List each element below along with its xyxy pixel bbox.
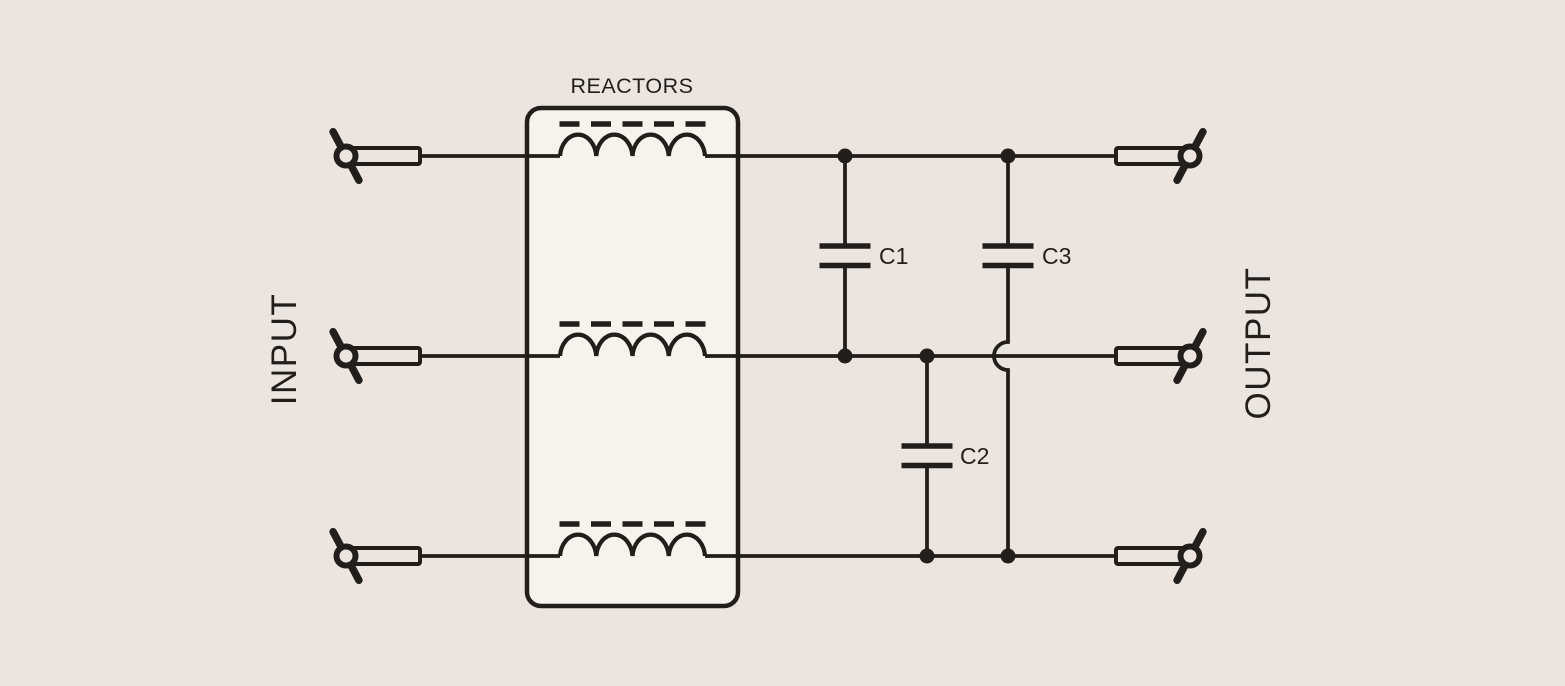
terminal-stub-icon xyxy=(1173,561,1189,585)
terminal-stub-icon xyxy=(347,361,363,385)
capacitor-c3: C3 xyxy=(982,156,1071,556)
terminal-stub-icon xyxy=(347,561,363,585)
terminal-ring-icon xyxy=(1177,343,1203,369)
junction-dot xyxy=(1000,548,1016,564)
output-terminal-3 xyxy=(1114,527,1207,585)
terminal-bar xyxy=(1114,146,1186,166)
terminal-stub-icon xyxy=(329,327,345,351)
terminal-ring-icon xyxy=(333,143,359,169)
output-terminal-2 xyxy=(1114,327,1207,385)
junction-dots xyxy=(837,148,1016,564)
c1-label: C1 xyxy=(879,243,908,269)
input-label: INPUT xyxy=(265,293,304,406)
terminal-ring-icon xyxy=(1177,543,1203,569)
terminal-bar xyxy=(350,146,422,166)
terminal-stub-icon xyxy=(1173,361,1189,385)
phase-line-3 xyxy=(418,521,1118,558)
c3-label: C3 xyxy=(1042,243,1071,269)
terminal-stub-icon xyxy=(1173,161,1189,185)
terminal-stub-icon xyxy=(1191,327,1207,351)
input-terminal-3 xyxy=(329,527,422,585)
terminal-bar xyxy=(1114,546,1186,566)
terminal-stub-icon xyxy=(1191,527,1207,551)
junction-dot xyxy=(919,348,935,364)
c2-label: C2 xyxy=(960,443,989,469)
input-terminal-2 xyxy=(329,327,422,385)
junction-dot xyxy=(1000,148,1016,164)
junction-dot xyxy=(837,148,853,164)
terminal-stub-icon xyxy=(329,127,345,151)
c3-lead-bottom-with-hop xyxy=(992,267,1010,556)
reactor2-coil xyxy=(557,332,708,357)
terminal-ring-icon xyxy=(333,343,359,369)
terminal-ring-icon xyxy=(333,543,359,569)
terminal-stub-icon xyxy=(329,527,345,551)
junction-dot xyxy=(919,548,935,564)
reactors-box-label: REACTORS xyxy=(570,74,693,98)
capacitor-c1: C1 xyxy=(819,156,908,356)
reactor3-coil xyxy=(557,532,708,557)
terminal-ring-icon xyxy=(1177,143,1203,169)
phase-line-2 xyxy=(418,321,1118,358)
terminal-bar xyxy=(1114,346,1186,366)
input-terminal-1 xyxy=(329,127,422,185)
reactor1-coil xyxy=(557,132,708,157)
terminal-stub-icon xyxy=(347,161,363,185)
capacitor-c2: C2 xyxy=(901,356,989,556)
terminal-stub-icon xyxy=(1191,127,1207,151)
output-terminal-1 xyxy=(1114,127,1207,185)
terminal-bar xyxy=(350,346,422,366)
phase-line-1 xyxy=(418,121,1118,158)
terminal-bar xyxy=(350,546,422,566)
junction-dot xyxy=(837,348,853,364)
output-label: OUTPUT xyxy=(1239,267,1278,420)
